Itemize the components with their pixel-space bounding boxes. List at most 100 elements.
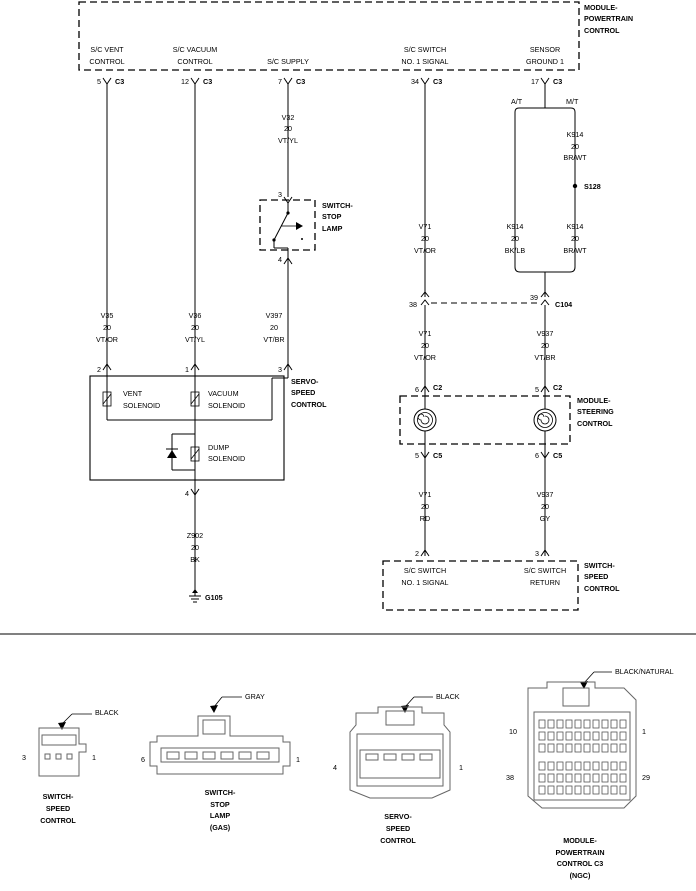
terminal-cavity <box>565 785 573 795</box>
svg-text:SOLENOID: SOLENOID <box>208 454 245 463</box>
svg-text:K914: K914 <box>507 222 524 231</box>
svg-text:(GAS): (GAS) <box>210 823 231 832</box>
svg-text:SPEED: SPEED <box>46 804 70 813</box>
wire-labels: V32 20 VT/YL K914 20 BR/WT V71 20 VT/OR … <box>96 113 587 564</box>
svg-text:20: 20 <box>571 142 579 151</box>
terminal-cavity <box>574 773 582 783</box>
svg-text:C3: C3 <box>433 77 442 86</box>
connector-switch-speed-control: BLACK 3 1 SWITCH- SPEED CONTROL <box>22 708 119 825</box>
pcm-pin-numbers: 5 C3 12 C3 7 C3 34 C3 17 C3 <box>97 77 562 86</box>
svg-text:CONTROL: CONTROL <box>584 584 620 593</box>
terminal-cavity <box>592 719 600 729</box>
terminal-cavity <box>619 743 627 753</box>
terminal-cavity <box>610 785 618 795</box>
terminal-cavity <box>547 785 555 795</box>
svg-text:S/C SWITCH: S/C SWITCH <box>404 566 446 575</box>
terminal-cavity <box>601 731 609 741</box>
svg-text:CONTROL: CONTROL <box>380 836 416 845</box>
svg-text:SERVO-: SERVO- <box>384 812 412 821</box>
svg-text:3: 3 <box>278 190 282 199</box>
svg-text:20: 20 <box>421 502 429 511</box>
svg-text:C3: C3 <box>553 77 562 86</box>
svg-text:LAMP: LAMP <box>210 811 231 820</box>
wires <box>106 84 576 596</box>
svg-text:20: 20 <box>284 124 292 133</box>
svg-text:SWITCH-: SWITCH- <box>322 201 353 210</box>
svg-text:VT/OR: VT/OR <box>96 335 118 344</box>
svg-text:38: 38 <box>506 773 514 782</box>
svg-text:3: 3 <box>278 365 282 374</box>
connector-servo-speed-control: BLACK 4 1 SERVO- SPEED CONTROL <box>333 692 463 845</box>
pcm-pin-labels: S/C VENT CONTROL S/C VACUUM CONTROL S/C … <box>89 45 564 66</box>
svg-text:POWERTRAIN: POWERTRAIN <box>584 14 633 23</box>
svg-text:BK/LB: BK/LB <box>505 246 526 255</box>
svg-text:C2: C2 <box>433 383 442 392</box>
svg-text:CONTROL: CONTROL <box>89 57 124 66</box>
terminal-cavity <box>619 719 627 729</box>
svg-text:10: 10 <box>509 727 517 736</box>
svg-text:20: 20 <box>421 341 429 350</box>
module-steering-control: 6 C2 5 C2 5 C5 6 C5 MODULE- STEERING CON… <box>399 383 614 460</box>
svg-text:SOLENOID: SOLENOID <box>123 401 160 410</box>
servo-speed-control: 2 1 3 VENT SOLENOID VACUUM SOLENOID DUMP… <box>89 363 327 498</box>
svg-text:VT/BR: VT/BR <box>263 335 284 344</box>
terminal-cavity <box>619 761 627 771</box>
terminal-cavity <box>619 785 627 795</box>
svg-text:29: 29 <box>642 773 650 782</box>
terminal-cavity <box>592 731 600 741</box>
svg-text:BK: BK <box>190 555 200 564</box>
svg-text:V36: V36 <box>189 311 202 320</box>
svg-text:V397: V397 <box>266 311 283 320</box>
svg-text:STOP: STOP <box>210 800 230 809</box>
svg-text:V32: V32 <box>282 113 295 122</box>
svg-text:VT/OR: VT/OR <box>414 246 436 255</box>
terminal-cavity <box>565 731 573 741</box>
svg-text:LAMP: LAMP <box>322 224 343 233</box>
terminal-cavity <box>538 761 546 771</box>
svg-text:V937: V937 <box>537 329 554 338</box>
svg-text:S/C SUPPLY: S/C SUPPLY <box>267 57 309 66</box>
svg-text:12: 12 <box>181 77 189 86</box>
terminal-cavity <box>565 743 573 753</box>
connector-switch-stop-lamp: GRAY 6 1 SWITCH- STOP LAMP (GAS) <box>141 692 300 832</box>
terminal-cavity <box>538 719 546 729</box>
svg-text:1: 1 <box>185 365 189 374</box>
svg-text:6: 6 <box>535 451 539 460</box>
pcm-module: MODULE- POWERTRAIN CONTROL <box>78 1 633 71</box>
svg-text:POWERTRAIN: POWERTRAIN <box>555 848 604 857</box>
svg-text:CONTROL: CONTROL <box>291 400 327 409</box>
svg-text:V35: V35 <box>101 311 114 320</box>
splice-label: S128 <box>584 182 601 191</box>
svg-text:C104: C104 <box>555 300 572 309</box>
terminal-cavity <box>556 773 564 783</box>
terminal-cavity <box>610 773 618 783</box>
svg-text:1: 1 <box>296 755 300 764</box>
svg-text:34: 34 <box>411 77 419 86</box>
svg-text:BLACK/NATURAL: BLACK/NATURAL <box>615 667 674 676</box>
svg-text:G105: G105 <box>205 593 223 602</box>
svg-text:(NGC): (NGC) <box>570 871 591 880</box>
svg-text:39: 39 <box>530 293 538 302</box>
svg-text:6: 6 <box>415 385 419 394</box>
svg-text:VT/OR: VT/OR <box>414 353 436 362</box>
svg-text:20: 20 <box>511 234 519 243</box>
svg-text:V71: V71 <box>419 222 432 231</box>
svg-text:20: 20 <box>541 341 549 350</box>
terminal-cavity <box>574 743 582 753</box>
svg-text:20: 20 <box>421 234 429 243</box>
svg-text:C2: C2 <box>553 383 562 392</box>
svg-text:S/C SWITCH: S/C SWITCH <box>524 566 566 575</box>
terminal-cavity <box>556 785 564 795</box>
svg-text:C5: C5 <box>433 451 442 460</box>
switch-speed-control: 2 3 S/C SWITCH NO. 1 SIGNAL S/C SWITCH R… <box>382 549 620 611</box>
terminal-cavity <box>556 731 564 741</box>
svg-text:DUMP: DUMP <box>208 443 229 452</box>
svg-text:BLACK: BLACK <box>436 692 460 701</box>
svg-text:17: 17 <box>531 77 539 86</box>
svg-text:4: 4 <box>333 763 337 772</box>
svg-text:SPEED: SPEED <box>584 572 608 581</box>
svg-text:SWITCH-: SWITCH- <box>205 788 236 797</box>
terminal-cavity <box>601 719 609 729</box>
terminal-cavity <box>565 761 573 771</box>
svg-text:3: 3 <box>22 753 26 762</box>
